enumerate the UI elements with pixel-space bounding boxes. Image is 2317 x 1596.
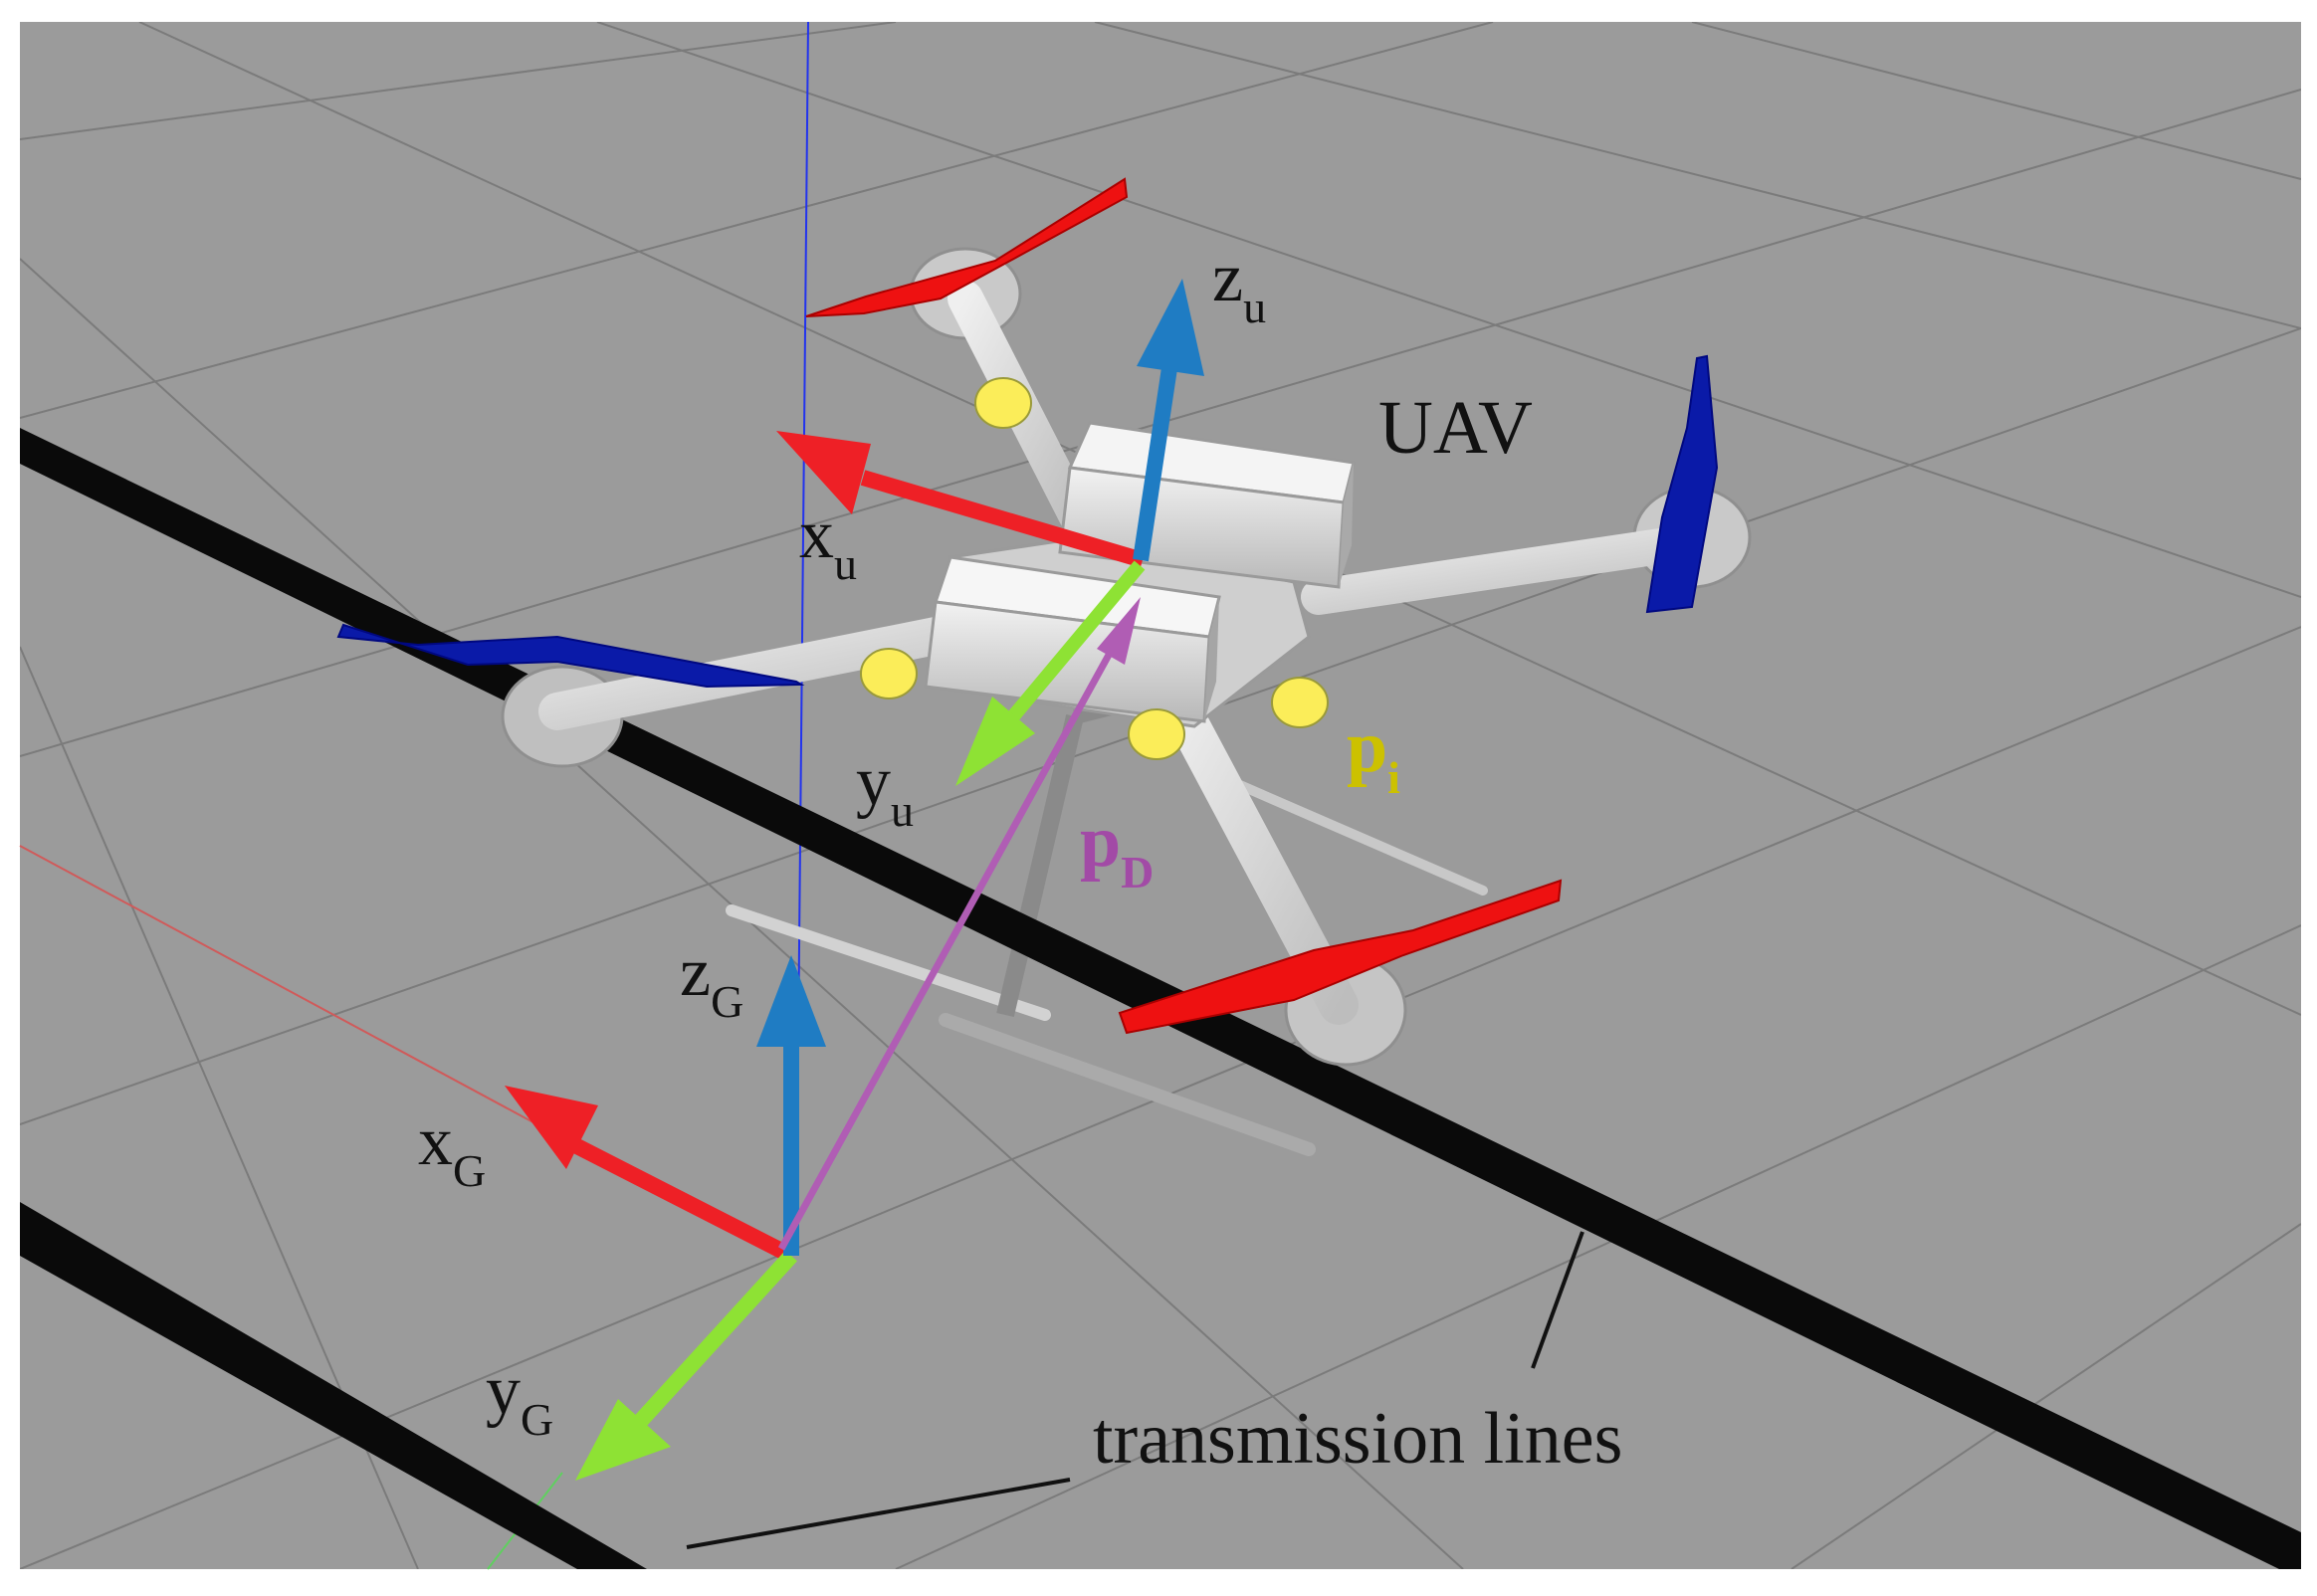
transmission-lines-label: transmission lines (1093, 1398, 1622, 1480)
y-g-label: yG (486, 1352, 553, 1445)
y-g-arrowhead-icon (575, 1399, 671, 1481)
propeller-front-right (1645, 354, 1719, 614)
arm-front-right (1301, 524, 1705, 615)
ground-frame-axes (505, 955, 826, 1481)
p-d-label: pD (1080, 801, 1154, 898)
ground-plane (20, 22, 2301, 1569)
pd-arrowhead-icon (1097, 597, 1141, 665)
x-g-axis-arrow (563, 1133, 795, 1264)
x-g-label: xG (418, 1103, 486, 1196)
y-u-axis-arrow (1007, 560, 1146, 721)
propeller-front-left (805, 177, 1129, 317)
y-g-axis-arrow (631, 1250, 797, 1431)
z-u-arrowhead-icon (1137, 279, 1204, 376)
transmission-lines-leader-lines (686, 1231, 1584, 1549)
transmission-line-lower (20, 1202, 647, 1569)
marker-point-icon (1128, 708, 1185, 760)
landing-gear (726, 689, 1488, 1156)
propeller-back-left (336, 623, 805, 689)
pd-vector-line (777, 635, 1123, 1251)
marker-point-icon (1271, 677, 1329, 728)
uav-frame-axes (776, 279, 1204, 786)
y-u-label: yu (856, 743, 914, 836)
p-i-label: pi (1347, 706, 1400, 803)
pd-vector (777, 597, 1141, 1251)
marker-point-icon (860, 648, 918, 699)
z-g-arrowhead-icon (756, 955, 826, 1047)
arm-back-left (538, 613, 974, 730)
uav-label: UAV (1378, 386, 1533, 470)
x-g-arrowhead-icon (505, 1086, 598, 1169)
x-u-arrowhead-icon (776, 431, 871, 514)
x-u-label: xu (799, 497, 857, 589)
x-u-axis-arrow (860, 470, 1146, 568)
z-u-label: zu (1212, 240, 1266, 332)
propeller-back-right (1118, 879, 1563, 1035)
z-g-label: zG (680, 934, 743, 1027)
marker-points (860, 377, 1329, 760)
z-u-axis-arrow (1133, 366, 1177, 562)
y-u-arrowhead-icon (955, 697, 1035, 786)
marker-point-icon (974, 377, 1032, 429)
